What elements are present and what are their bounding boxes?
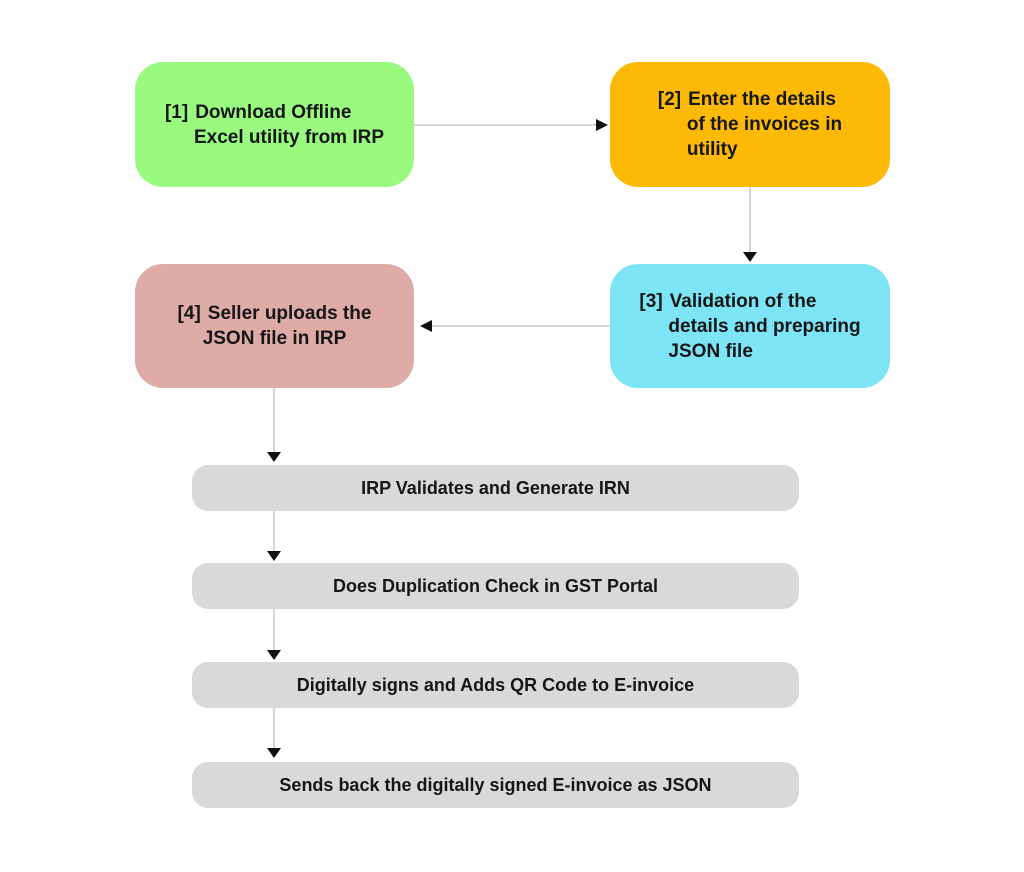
arrowhead-down-icon [267, 452, 281, 462]
process-bar-2: Does Duplication Check in GST Portal [192, 563, 799, 609]
connector-bar3-bar4 [273, 708, 275, 748]
connector-step1-step2 [414, 124, 596, 126]
process-bar-4: Sends back the digitally signed E-invoic… [192, 762, 799, 808]
step-box-3-line-3: JSON file [668, 340, 753, 362]
step-box-2-line-2: of the invoices in [686, 114, 843, 135]
step-box-1-line-2: Excel utility from IRP [193, 126, 385, 148]
process-bar-4-label: Sends back the digitally signed E-invoic… [279, 774, 712, 795]
arrowhead-down-icon [267, 551, 281, 561]
step-box-3-text: [3]Validation of the details and prepari… [639, 289, 860, 364]
connector-step2-step3 [749, 187, 751, 252]
step-box-1-line-1: [1]Download Offline [164, 101, 352, 123]
step-number-1: [1] [164, 101, 189, 123]
step-box-3-line-2: details and preparing [668, 315, 861, 337]
step-box-4: [4]Seller uploads the JSON file in IRP [135, 264, 414, 388]
connector-bar2-bar3 [273, 609, 275, 650]
step-box-2-line-3: utility [686, 139, 738, 160]
connector-bar1-bar2 [273, 511, 275, 551]
process-bar-1: IRP Validates and Generate IRN [192, 465, 799, 511]
step-box-1: [1]Download Offline Excel utility from I… [135, 62, 414, 187]
step-box-2-text: [2]Enter the details of the invoices in … [658, 87, 842, 162]
step-box-3-line-1: [3]Validation of the [639, 290, 817, 312]
process-bar-3: Digitally signs and Adds QR Code to E-in… [192, 662, 799, 708]
connector-step3-step4 [432, 325, 610, 327]
arrowhead-right-icon [596, 119, 608, 131]
process-bar-3-label: Digitally signs and Adds QR Code to E-in… [296, 674, 695, 695]
step-box-3: [3]Validation of the details and prepari… [610, 264, 890, 388]
arrowhead-down-icon [267, 748, 281, 758]
connector-step4-bar1 [273, 388, 275, 452]
step-box-4-line-2: JSON file in IRP [202, 328, 347, 349]
step-number-2: [2] [657, 89, 682, 110]
step-box-2-line-1: [2]Enter the details [657, 89, 836, 110]
process-bar-1-label: IRP Validates and Generate IRN [361, 477, 630, 498]
step-box-4-line-1: [4]Seller uploads the [177, 303, 372, 324]
step-number-4: [4] [177, 303, 201, 324]
step-box-4-text: [4]Seller uploads the JSON file in IRP [178, 301, 372, 351]
step-box-1-text: [1]Download Offline Excel utility from I… [165, 100, 384, 150]
arrowhead-down-icon [267, 650, 281, 660]
step-number-3: [3] [639, 290, 663, 312]
process-bar-2-label: Does Duplication Check in GST Portal [332, 575, 659, 596]
arrowhead-left-icon [420, 320, 432, 332]
arrowhead-down-icon [743, 252, 757, 262]
step-box-2: [2]Enter the details of the invoices in … [610, 62, 890, 187]
